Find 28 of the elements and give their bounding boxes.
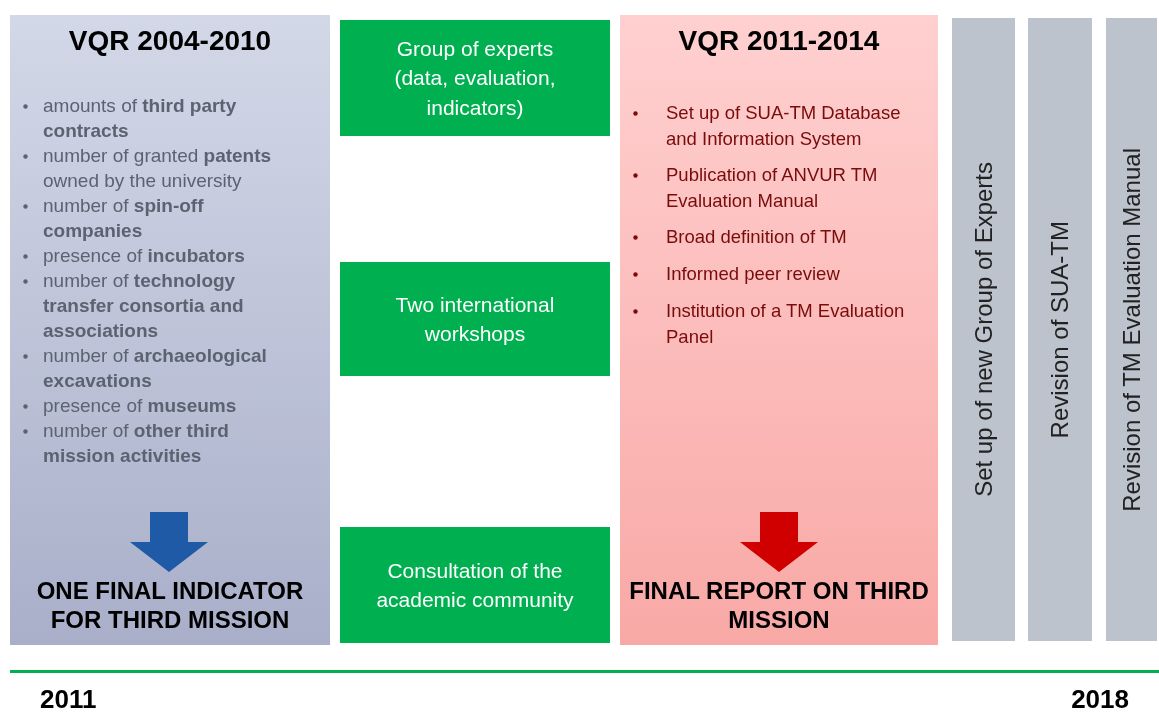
panel-conclusion: FINAL REPORT ON THIRD MISSION: [628, 577, 930, 635]
vertical-bar: [952, 18, 1015, 641]
bar-text: Set up of new Group of Experts: [969, 162, 998, 497]
panel-conclusion: ONE FINAL INDICATOR FOR THIRD MISSION: [35, 577, 305, 635]
panel-title: VQR 2011-2014: [677, 25, 881, 57]
panel-title: VQR 2004-2010: [67, 25, 273, 57]
bullet-item: presence of incubators: [43, 244, 246, 268]
bullet-item: Set up of SUA-TM Database and Information System: [666, 101, 902, 151]
box-text: Group of experts (data, evaluation, indicators): [393, 35, 557, 121]
process-box: [340, 20, 610, 136]
bar-text: Revision of SUA-TM: [1046, 220, 1074, 439]
box-text: Consultation of the academic community: [375, 557, 575, 613]
panel: [10, 15, 330, 645]
bar-text: Revision of TM Evaluation Manual: [1117, 147, 1146, 512]
bullet-item: presence of museums: [43, 394, 238, 418]
process-box: [340, 262, 610, 376]
box-text: Two international workshops: [394, 291, 556, 347]
vertical-bar: [1106, 18, 1157, 641]
year-label: 2011: [40, 684, 97, 713]
panel: [620, 15, 938, 645]
bullet-item: Publication of ANVUR TM Evaluation Manual: [666, 163, 879, 213]
year-label: 2018: [1071, 684, 1129, 713]
bullet-item: Broad definition of TM: [666, 225, 848, 249]
process-box: [340, 527, 610, 643]
vertical-bar: [1028, 18, 1092, 641]
bullet-item: Informed peer review: [666, 262, 841, 286]
bullet-item: number of other third mission activities: [43, 419, 230, 468]
bullet-item: Institution of a TM Evaluation Panel: [666, 299, 906, 349]
